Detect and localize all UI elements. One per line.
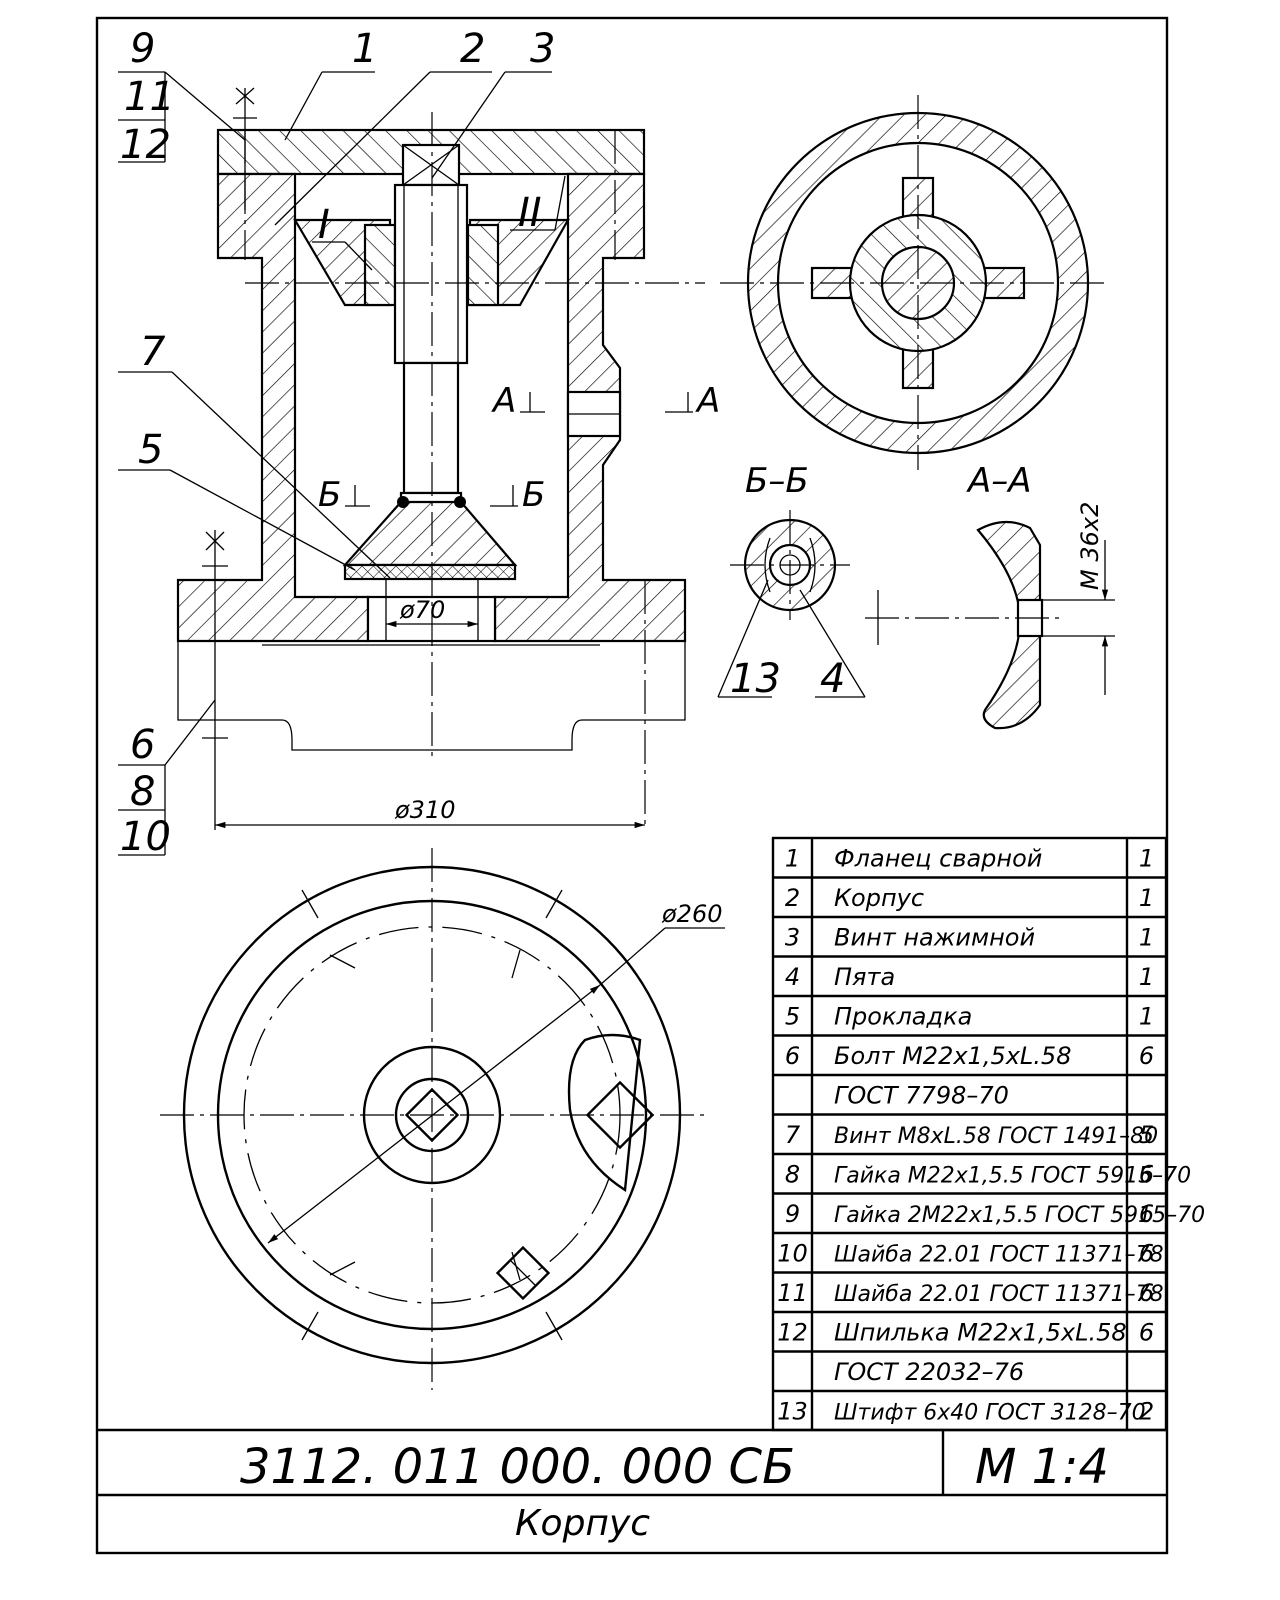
parts-row-pos: 8 — [785, 1161, 800, 1189]
dim-phi-70: ø70 — [399, 596, 445, 624]
dim-thread-m36: M 36x2 — [1076, 502, 1104, 590]
callout-1: 1 — [352, 26, 377, 72]
section-aa-title: А–А — [966, 461, 1032, 501]
callouts: 9 11 12 1 2 3 I II 7 5 6 8 — [118, 26, 566, 860]
parts-row-qty: 6 — [1139, 1161, 1154, 1189]
parts-row-name: Прокладка — [834, 1003, 972, 1031]
title-block: 3112. 011 000. 000 СБ М 1:4 Корпус — [97, 1428, 1167, 1544]
parts-row-name: ГОСТ 22032–76 — [834, 1358, 1024, 1386]
nut-right — [466, 223, 500, 307]
callout-4: 4 — [820, 656, 845, 702]
screw-thread — [393, 183, 469, 365]
parts-row-name: Шпилька М22х1,5хL.58 — [834, 1319, 1127, 1347]
parts-row-qty: 6 — [1139, 1042, 1154, 1070]
callout-11: 11 — [124, 74, 175, 120]
parts-row-name: Шайба 22.01 ГОСТ 11371–78 — [834, 1282, 1164, 1307]
callout-8: 8 — [130, 769, 155, 815]
parts-row-pos: 9 — [785, 1200, 800, 1228]
parts-row-pos: 2 — [785, 884, 800, 912]
callout-roman-2: II — [518, 190, 542, 236]
parts-row-name: Винт М8хL.58 ГОСТ 1491–80 — [834, 1124, 1158, 1149]
parts-row-qty: 1 — [1139, 924, 1154, 952]
section-b-right: Б — [522, 475, 545, 515]
parts-row-qty: 1 — [1139, 845, 1154, 873]
callout-3: 3 — [530, 26, 555, 72]
plan-view: ø260 — [160, 848, 725, 1390]
parts-row-name: Гайка 2М22х1,5.5 ГОСТ 5915–70 — [834, 1203, 1205, 1228]
parts-row-pos: 7 — [785, 1121, 801, 1149]
callout-13: 13 — [730, 656, 781, 702]
parts-row-qty: 1 — [1139, 884, 1154, 912]
gasket — [343, 563, 517, 581]
section-aa-view: А–А M 36x2 — [865, 461, 1115, 730]
parts-row-pos: 11 — [777, 1279, 808, 1307]
parts-row-name: Гайка М22х1,5.5 ГОСТ 5915–70 — [834, 1164, 1191, 1189]
pressure-foot — [342, 500, 518, 567]
parts-row-qty: 6 — [1139, 1240, 1154, 1268]
callout-roman-1: I — [318, 202, 330, 248]
callout-10: 10 — [120, 814, 171, 860]
front-section-view: ø70 ø310 — [176, 87, 705, 830]
parts-row-qty: 6 — [1139, 1279, 1154, 1307]
parts-row-name: Пята — [834, 963, 895, 991]
drawing-scale: М 1:4 — [975, 1439, 1109, 1495]
nut-left — [363, 223, 397, 307]
parts-row-qty: 6 — [1139, 1319, 1154, 1347]
parts-row-pos: 1 — [785, 845, 800, 873]
parts-row-pos: 3 — [785, 924, 800, 952]
parts-row-qty: 2 — [1139, 1398, 1154, 1426]
parts-row-name: Штифт 6х40 ГОСТ 3128–70 — [834, 1401, 1146, 1426]
parts-row-pos: 10 — [777, 1240, 808, 1268]
dim-phi-310: ø310 — [394, 796, 456, 824]
parts-row-qty: 1 — [1139, 963, 1154, 991]
sheet-frame — [95, 16, 1169, 1555]
base-plate-outline — [177, 641, 686, 751]
callout-2: 2 — [460, 26, 485, 72]
parts-row-name: Шайба 22.01 ГОСТ 11371–78 — [834, 1243, 1164, 1268]
parts-row-qty: 1 — [1139, 1003, 1154, 1031]
parts-row-pos: 12 — [777, 1319, 808, 1347]
dim-phi-260: ø260 — [661, 900, 723, 928]
parts-row-name: Винт нажимной — [834, 924, 1035, 952]
section-bb-view: Б–Б 13 4 — [717, 461, 866, 702]
screw-shank — [402, 361, 460, 495]
parts-row-pos: 6 — [785, 1042, 800, 1070]
parts-row-pos: 4 — [785, 963, 800, 991]
parts-row-name: Корпус — [834, 884, 924, 912]
section-b-left: Б — [318, 475, 341, 515]
parts-row-qty: 6 — [1139, 1200, 1154, 1228]
callout-12: 12 — [120, 122, 171, 168]
parts-row-name: ГОСТ 7798–70 — [834, 1082, 1009, 1110]
drawing-name: Корпус — [515, 1503, 650, 1544]
callout-5: 5 — [138, 427, 163, 473]
side-view — [720, 95, 1110, 470]
section-bb-title: Б–Б — [745, 461, 809, 501]
section-marks: А А Б Б — [318, 381, 720, 515]
callout-9: 9 — [130, 26, 155, 72]
section-a-right: А — [695, 381, 720, 421]
parts-row-pos: 13 — [777, 1398, 808, 1426]
callout-6: 6 — [130, 722, 155, 768]
parts-row-name: Болт М22х1,5хL.58 — [834, 1042, 1071, 1070]
parts-row-qty: 5 — [1139, 1121, 1154, 1149]
section-a-left: А — [491, 381, 516, 421]
callout-7: 7 — [140, 329, 166, 375]
drawing-code: 3112. 011 000. 000 СБ — [240, 1439, 795, 1495]
parts-row-pos: 5 — [785, 1003, 800, 1031]
parts-row-name: Фланец сварной — [834, 845, 1042, 873]
